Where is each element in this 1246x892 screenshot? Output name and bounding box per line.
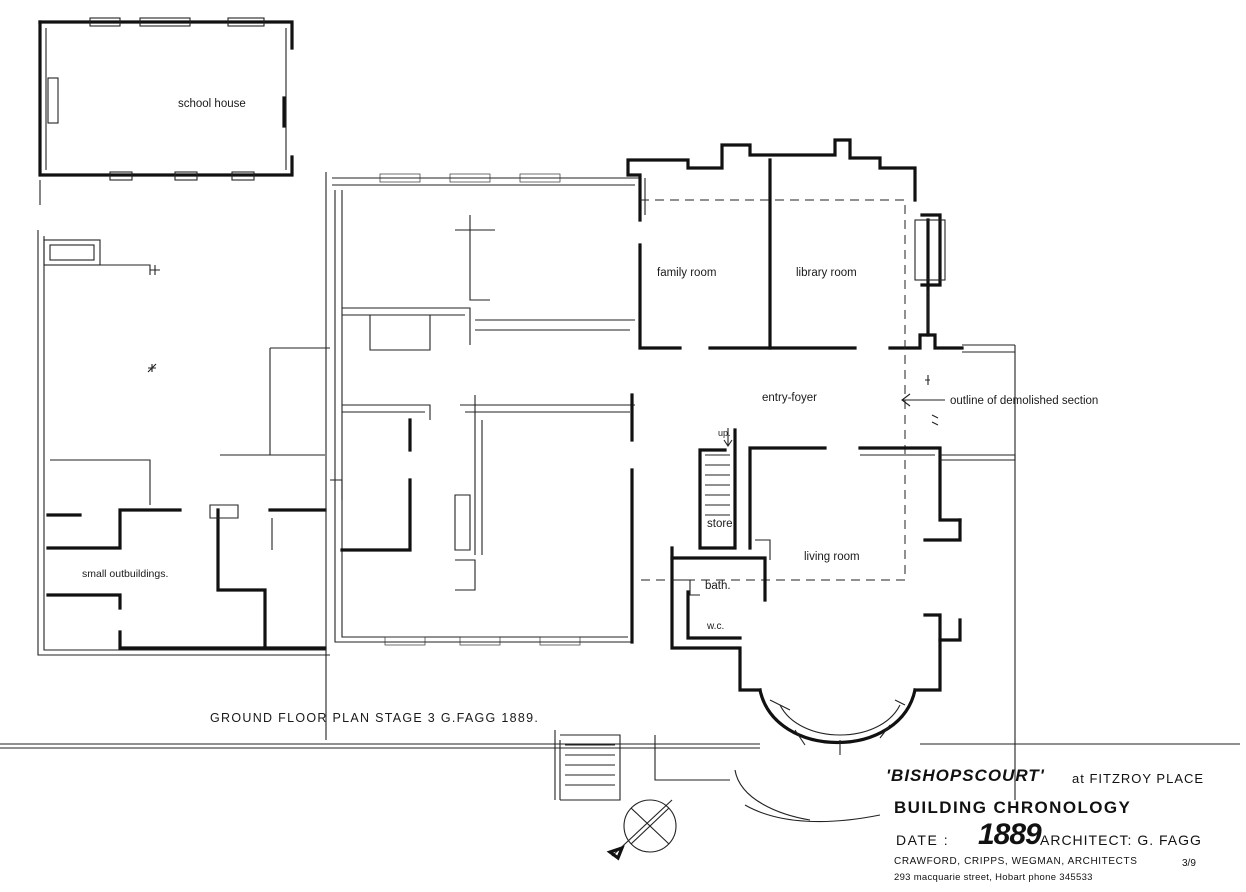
entry-foyer-label: entry-foyer	[762, 392, 817, 404]
firm-text: CRAWFORD, CRIPPS, WEGMAN, ARCHITECTS	[894, 856, 1138, 867]
north-point-icon	[623, 799, 677, 853]
library-room-label: library room	[796, 267, 857, 279]
bath-label: bath.	[705, 580, 731, 592]
date-label: DATE :	[896, 832, 950, 848]
address-text: 293 macquarie street, Hobart phone 34553…	[894, 872, 1093, 883]
main-house-walls	[626, 138, 1016, 800]
subtitle-text: BUILDING CHRONOLOGY	[894, 798, 1132, 817]
site-context	[0, 730, 1240, 861]
year-text: 1889	[978, 818, 1042, 851]
outbuildings-walls	[37, 230, 330, 656]
central-block-walls	[325, 172, 640, 740]
sheet-number: 3/9	[1182, 858, 1196, 869]
plan-caption: GROUND FLOOR PLAN STAGE 3 G.FAGG 1889.	[210, 711, 539, 725]
stair-up-label: up.	[718, 428, 731, 438]
architect-text: ARCHITECT: G. FAGG	[1040, 832, 1202, 848]
school-house-label: school house	[178, 98, 246, 110]
demolished-annotation: outline of demolished section	[950, 395, 1098, 407]
store-label: store	[707, 518, 733, 530]
location-text: at FITZROY PLACE	[1072, 771, 1205, 786]
school-house-walls	[38, 17, 294, 205]
wc-label: w.c.	[706, 621, 724, 632]
family-room-label: family room	[657, 267, 716, 279]
living-room-label: living room	[804, 551, 860, 563]
demolished-outline-top	[640, 199, 906, 581]
small-outbuildings-label: small outbuildings.	[82, 568, 168, 580]
title-text: 'BISHOPSCOURT'	[886, 766, 1045, 785]
title-block: 'BISHOPSCOURT' at FITZROY PLACE BUILDING…	[882, 760, 1242, 892]
